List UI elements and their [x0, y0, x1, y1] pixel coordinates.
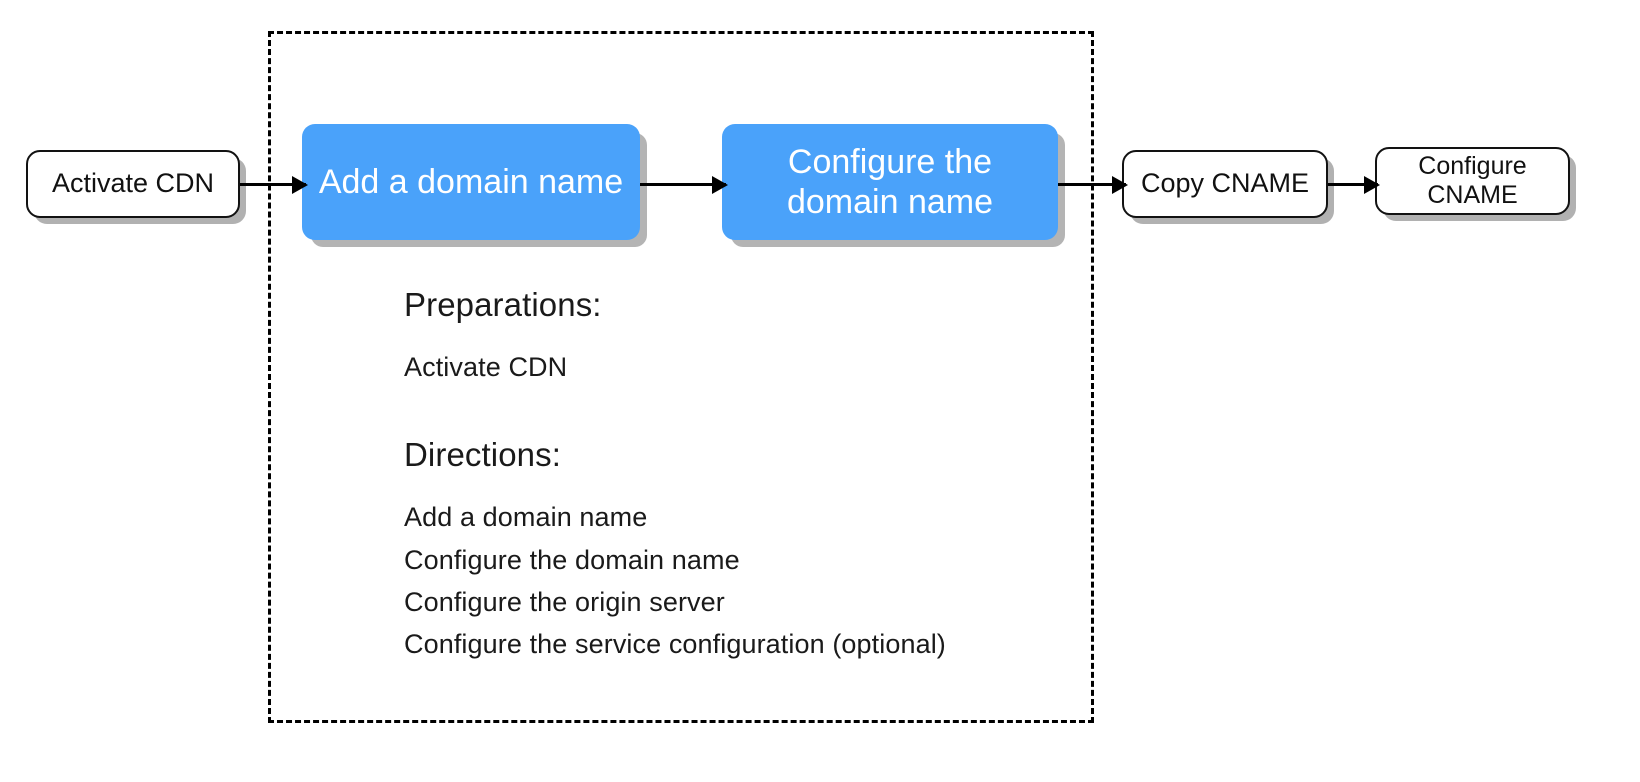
preparations-item: Activate CDN	[404, 352, 568, 382]
node-configure-cname-label: Configure CNAME	[1418, 151, 1527, 210]
node-add-a-domain-name[interactable]: Add a domain name	[302, 124, 640, 240]
directions-item: Configure the service configuration (opt…	[404, 629, 946, 659]
node-activate-cdn[interactable]: Activate CDN	[26, 150, 240, 218]
node-activate-cdn-label: Activate CDN	[51, 168, 215, 199]
node-configure-the-domain-name[interactable]: Configure the domain name	[722, 124, 1058, 240]
group-container-dashed	[268, 31, 1094, 723]
node-copy-cname-label: Copy CNAME	[1140, 168, 1310, 199]
node-add-a-domain-name-label: Add a domain name	[318, 162, 624, 201]
directions-item: Configure the origin server	[404, 587, 725, 617]
arrow-icon-activate-to-add	[240, 183, 306, 186]
node-configure-the-domain-name-label: Configure the domain name	[786, 142, 993, 221]
preparations-heading: Preparations:	[404, 286, 602, 323]
directions-heading: Directions:	[404, 436, 561, 473]
directions-item: Add a domain name	[404, 502, 648, 532]
node-copy-cname[interactable]: Copy CNAME	[1122, 150, 1328, 218]
arrow-icon-configure-to-copy	[1058, 183, 1126, 186]
directions-item: Configure the domain name	[404, 545, 740, 575]
arrow-icon-copy-to-configure-cname	[1328, 183, 1378, 186]
arrow-icon-add-to-configure	[640, 183, 726, 186]
node-configure-cname[interactable]: Configure CNAME	[1375, 147, 1570, 215]
